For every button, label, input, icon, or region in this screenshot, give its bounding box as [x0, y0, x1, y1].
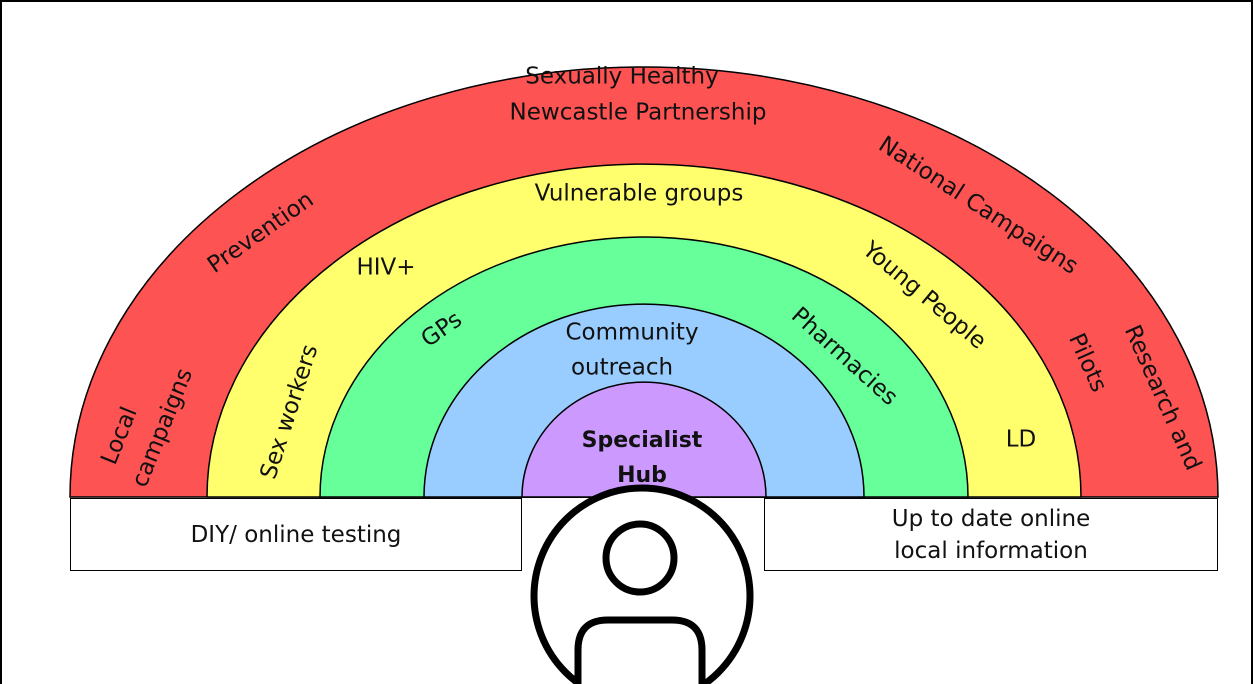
- diy-online-testing-box: DIY/ online testing: [70, 498, 522, 571]
- community-outreach-line2: outreach: [571, 355, 673, 381]
- hiv-label: HIV+: [356, 255, 415, 281]
- person-icon: [530, 484, 754, 684]
- online-info-line1: Up to date online: [891, 505, 1091, 532]
- ld-label: LD: [1006, 427, 1037, 453]
- online-local-information-box: Up to date online local information: [764, 498, 1218, 571]
- community-outreach-line1: Community: [565, 320, 698, 346]
- partnership-title-line2: Newcastle Partnership: [510, 100, 767, 126]
- specialist-hub-line1: Specialist: [582, 428, 703, 453]
- partnership-title-line1: Sexually Healthy: [525, 64, 718, 90]
- online-info-line2: local information: [894, 537, 1088, 564]
- center-hub: [521, 381, 767, 498]
- specialist-hub-line2: Hub: [617, 463, 667, 488]
- diy-online-testing-label: DIY/ online testing: [190, 521, 402, 548]
- vulnerable-groups-label: Vulnerable groups: [535, 181, 744, 207]
